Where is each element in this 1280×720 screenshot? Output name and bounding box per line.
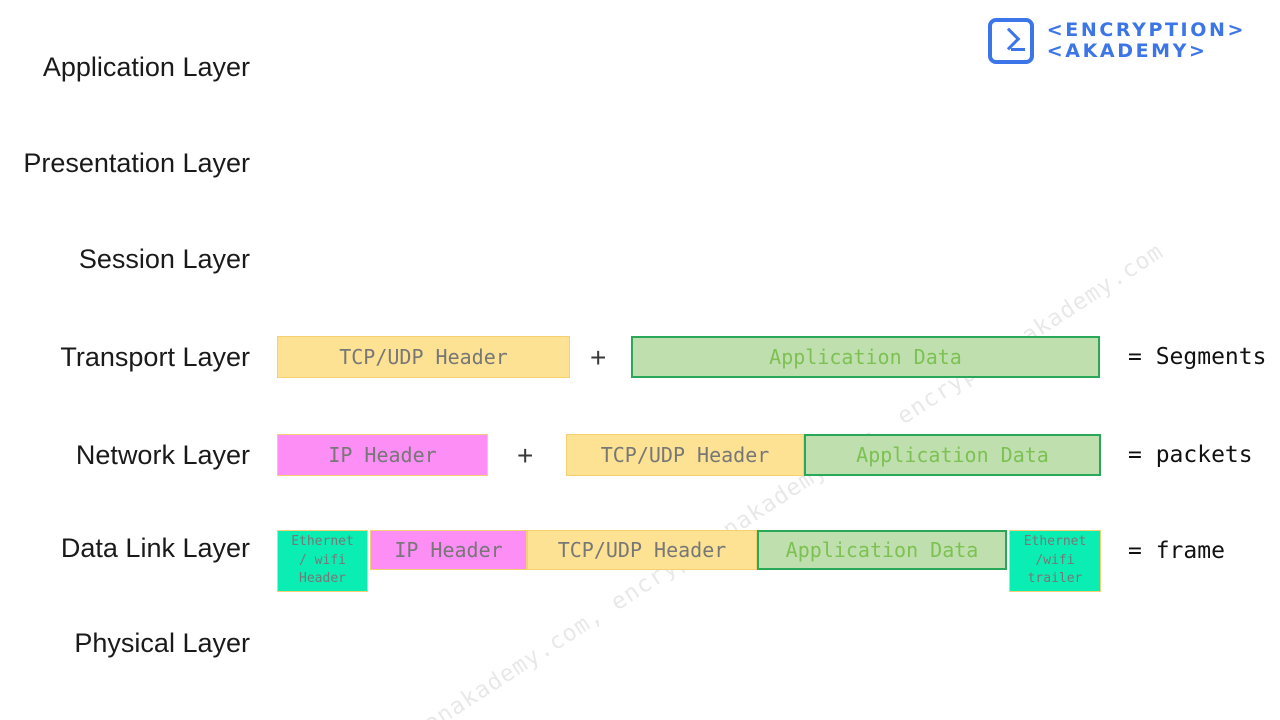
network-application-data-box: Application Data (804, 434, 1101, 476)
datalink-application-data-box: Application Data (757, 530, 1007, 570)
transport-plus-sign: + (590, 342, 607, 373)
datalink-result-label: = frame (1128, 538, 1225, 564)
brand-logo: <ENCRYPTION> <AKADEMY> (987, 18, 1246, 64)
network-ip-header-box: IP Header (277, 434, 488, 476)
layer-label-datalink: Data Link Layer (60, 533, 250, 563)
layer-label-physical: Physical Layer (74, 628, 250, 658)
network-result-label: = packets (1128, 442, 1253, 468)
layer-label-network: Network Layer (75, 440, 250, 470)
transport-application-data-box: Application Data (631, 336, 1100, 378)
network-tcp-udp-header-box: TCP/UDP Header (566, 434, 804, 476)
brand-wordmark: <ENCRYPTION> <AKADEMY> (1047, 20, 1246, 61)
layer-label-application: Application Layer (42, 52, 250, 82)
datalink-ethernet-trailer-box: Ethernet /wifi trailer (1009, 530, 1101, 592)
brand-line-2: <AKADEMY> (1046, 40, 1208, 62)
datalink-tcp-udp-header-box: TCP/UDP Header (527, 530, 757, 570)
terminal-prompt-icon (987, 18, 1034, 64)
network-plus-sign: + (517, 440, 534, 471)
brand-line-1: <ENCRYPTION> (1046, 19, 1246, 42)
transport-result-label: = Segments (1128, 344, 1267, 370)
datalink-ip-header-box: IP Header (370, 530, 527, 570)
layer-label-transport: Transport Layer (60, 342, 250, 372)
layer-label-session: Session Layer (78, 244, 250, 274)
underscore-glyph (1010, 47, 1025, 51)
datalink-ethernet-header-box: Ethernet / wifi Header (277, 530, 368, 592)
layer-label-presentation: Presentation Layer (23, 148, 250, 178)
transport-tcp-udp-header-box: TCP/UDP Header (277, 336, 570, 378)
